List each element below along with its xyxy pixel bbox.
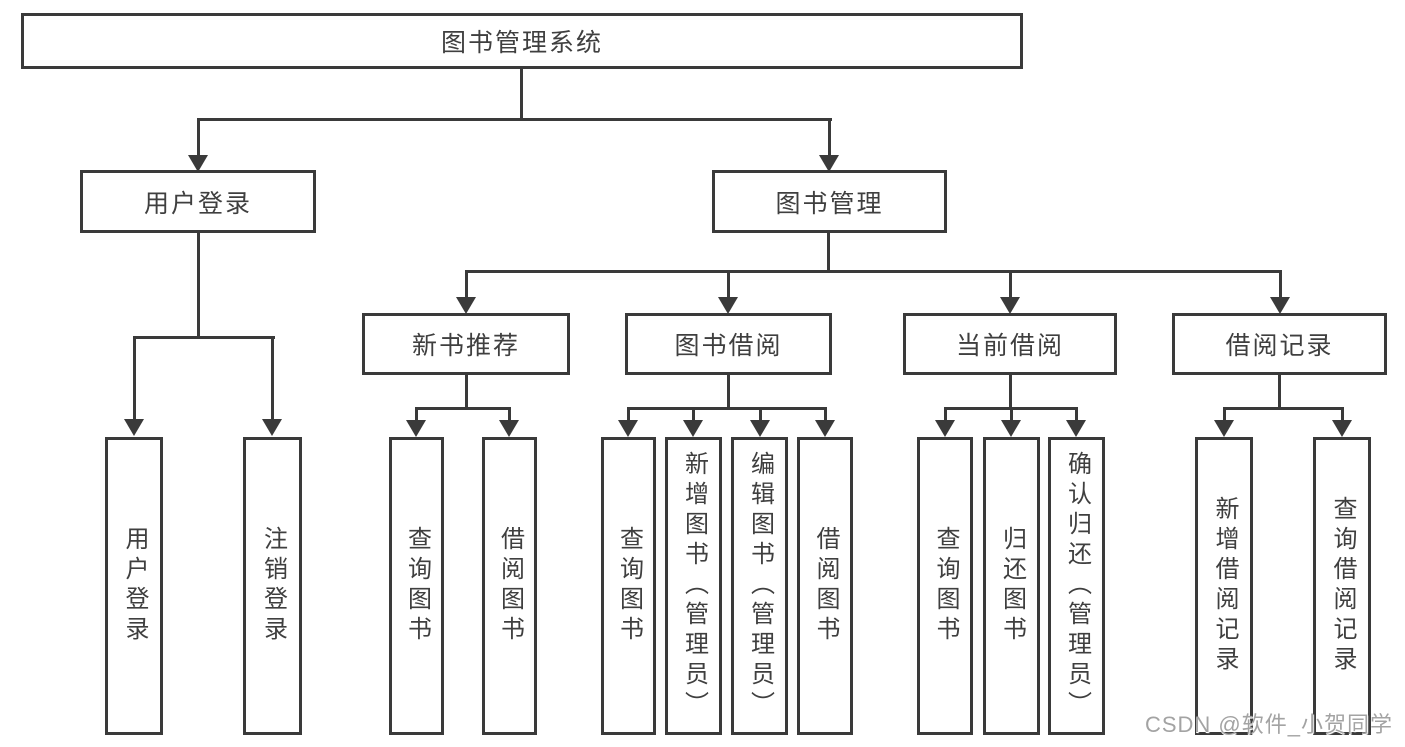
connector-root-stem <box>520 67 523 120</box>
connector-book-borrowing-rail <box>627 407 827 410</box>
arrow-down-icon <box>262 337 282 436</box>
connector-new-book-rail <box>415 407 511 410</box>
arrow-down-icon <box>406 408 426 437</box>
arrow-down-icon <box>1000 271 1020 314</box>
arrow-down-icon <box>1066 408 1086 437</box>
node-library-management-system: 图书管理系统 <box>21 13 1023 69</box>
connector-borrow-records-stem <box>1278 373 1281 409</box>
leaf-edit-book-admin: 编辑图书（管理员） <box>731 437 788 735</box>
leaf-query-books: 查询图书 <box>601 437 656 735</box>
leaf-add-borrow-record: 新增借阅记录 <box>1195 437 1253 735</box>
node-book-management: 图书管理 <box>712 170 947 233</box>
leaf-add-book-admin: 新增图书（管理员） <box>665 437 722 735</box>
arrow-down-icon <box>124 337 144 436</box>
arrow-down-icon <box>718 271 738 314</box>
arrow-down-icon <box>1214 408 1234 437</box>
connector-book-management-stem <box>827 231 830 272</box>
arrow-down-icon <box>683 408 703 437</box>
leaf-logout-login: 注销登录 <box>243 437 302 735</box>
arrow-down-icon <box>499 408 519 437</box>
leaf-query-borrow-record: 查询借阅记录 <box>1313 437 1371 735</box>
node-current-borrowing: 当前借阅 <box>903 313 1117 375</box>
connector-new-book-stem <box>465 373 468 409</box>
leaf-query-books: 查询图书 <box>917 437 973 735</box>
node-book-borrowing: 图书借阅 <box>625 313 832 375</box>
node-new-book-recommendation: 新书推荐 <box>362 313 570 375</box>
arrow-down-icon <box>456 271 476 314</box>
node-borrowing-records: 借阅记录 <box>1172 313 1387 375</box>
arrow-down-icon <box>1001 408 1021 437</box>
csdn-watermark: CSDN @软件_小贺同学 <box>1144 712 1393 737</box>
arrow-down-icon <box>750 408 770 437</box>
connector-user-login-stem <box>197 231 200 338</box>
leaf-borrow-books: 借阅图书 <box>797 437 853 735</box>
arrow-down-icon <box>1332 408 1352 437</box>
node-user-login: 用户登录 <box>80 170 316 233</box>
connector-user-login-rail <box>133 336 275 339</box>
leaf-user-login: 用户登录 <box>105 437 163 735</box>
leaf-confirm-return-admin: 确认归还（管理员） <box>1048 437 1105 735</box>
arrow-down-icon <box>618 408 638 437</box>
arrow-down-icon <box>1270 271 1290 314</box>
arrow-down-icon <box>819 119 839 172</box>
connector-current-borrowing-stem <box>1009 373 1012 409</box>
leaf-query-books: 查询图书 <box>389 437 444 735</box>
arrow-down-icon <box>935 408 955 437</box>
connector-borrow-records-rail <box>1223 407 1344 410</box>
leaf-borrow-books: 借阅图书 <box>482 437 537 735</box>
arrow-down-icon <box>815 408 835 437</box>
arrow-down-icon <box>188 119 208 172</box>
leaf-return-books: 归还图书 <box>983 437 1040 735</box>
connector-book-management-rail <box>465 270 1282 273</box>
connector-book-borrowing-stem <box>727 373 730 409</box>
connector-level1-rail <box>197 118 832 121</box>
